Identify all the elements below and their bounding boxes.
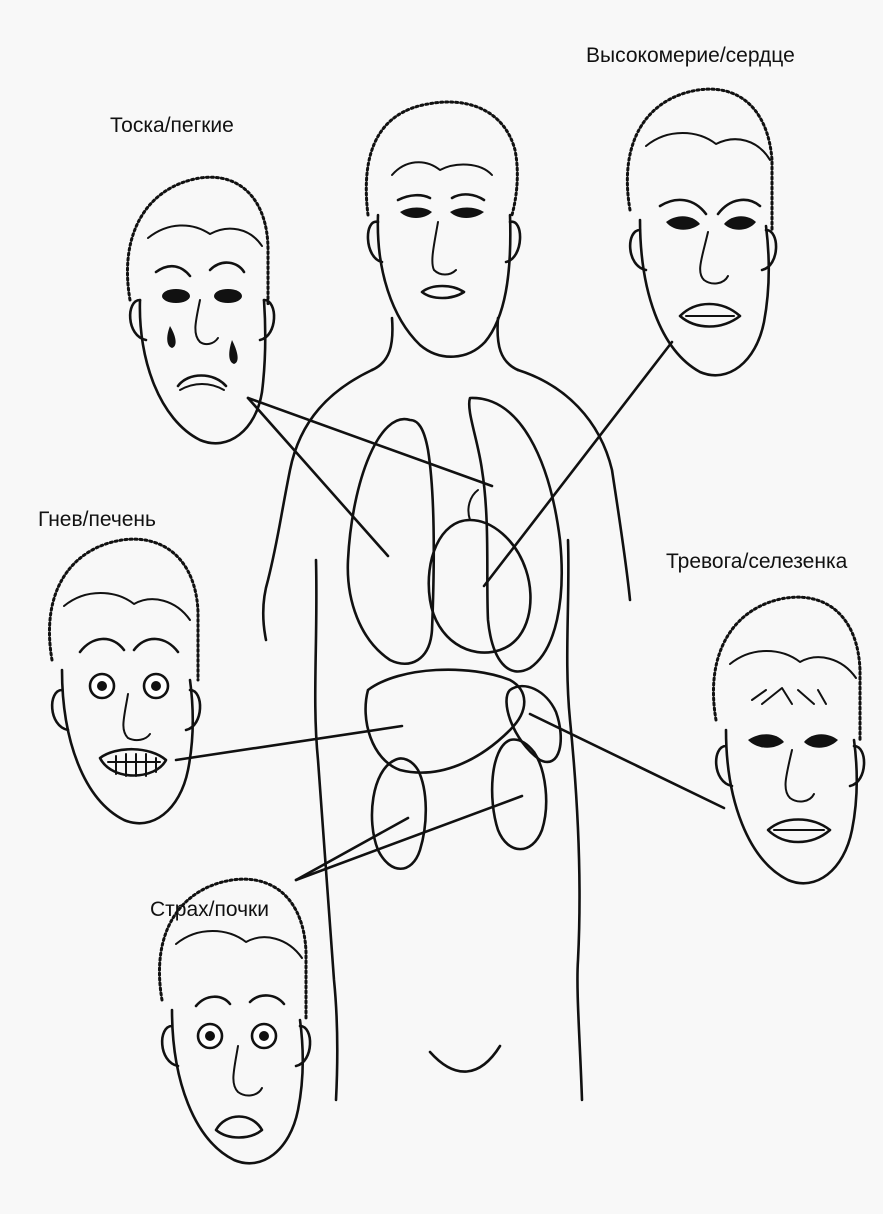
heart [429, 520, 531, 653]
anger-face [49, 539, 200, 823]
label-arrogance-heart: Высокомерие/сердце [586, 44, 795, 67]
connector-lines [176, 342, 724, 880]
organs [348, 398, 562, 869]
left-lung [348, 419, 434, 664]
left-kidney [372, 758, 426, 868]
label-fear-kidneys: Страх/почки [150, 898, 269, 921]
label-anxiety-spleen: Тревога/селезенка [666, 550, 848, 573]
right-kidney [492, 740, 546, 850]
right-lung [469, 398, 561, 672]
central-figure [263, 102, 630, 1100]
label-grief-lungs: Тоска/пегкие [110, 114, 234, 137]
label-anger-liver: Гнев/печень [38, 508, 156, 531]
liver [366, 670, 525, 773]
anxiety-face [713, 597, 864, 883]
fear-face [159, 879, 310, 1163]
arrogance-face [627, 89, 776, 375]
